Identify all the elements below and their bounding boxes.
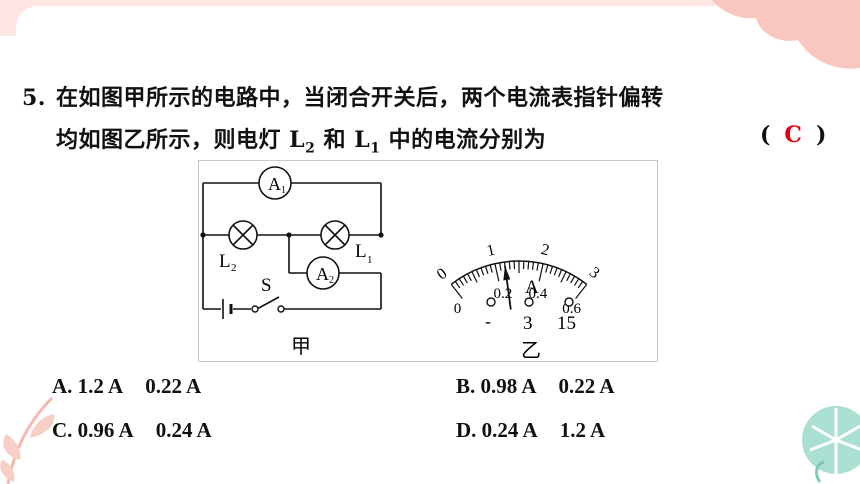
meter-tick	[484, 266, 489, 275]
meter-tick	[450, 283, 463, 299]
meter-outer-label: 1	[485, 242, 497, 260]
ammeter-a2-sub: 2	[329, 275, 334, 286]
lamp-l2-cross	[232, 224, 254, 246]
meter-unit-label: A	[525, 277, 539, 298]
subscript-2: 2	[305, 140, 316, 157]
terminal-3a	[524, 297, 534, 307]
meter-tick	[560, 271, 567, 283]
switch-contact-left	[251, 305, 259, 313]
meter-tick	[545, 264, 549, 273]
paren-open: (	[760, 122, 771, 148]
meter-tick	[536, 262, 539, 271]
option-d-value2: 1.2 A	[559, 418, 606, 442]
ammeter-a1-sub: 1	[281, 185, 286, 196]
meter-tick	[570, 275, 576, 284]
option-c-value1: 0.96 A	[77, 418, 134, 442]
meter-tick	[499, 262, 502, 271]
meter-tick	[508, 261, 511, 270]
option-a-value1: 1.2 A	[77, 374, 124, 398]
meter-inner-label: 0	[454, 301, 462, 317]
terminal-label-3: 3	[523, 313, 533, 334]
question-text-2c: 中的电流分别为	[380, 127, 547, 153]
question-line-1: 5. 在如图甲所示的电路中，当闭合开关后，两个电流表指针偏转	[22, 80, 664, 112]
answer-letter: C	[784, 122, 802, 148]
meter-needle-tip	[503, 265, 511, 281]
ammeter-a1-icon	[258, 166, 292, 200]
switch-contact-right	[277, 305, 285, 313]
ammeter-a2-label: A	[316, 264, 329, 284]
question-text-2a: 均如图乙所示，则电灯 L	[56, 127, 306, 153]
switch-label: S	[261, 275, 272, 296]
meter-tick	[557, 269, 563, 278]
terminal-label-negative: -	[485, 311, 491, 331]
leaf-right-decor	[802, 406, 860, 483]
meter-tick	[577, 281, 584, 289]
meter-inner-label: 0.4	[529, 286, 548, 302]
ammeter-a2-icon	[306, 256, 340, 290]
meter-tick	[527, 261, 530, 270]
leaf-left-decor	[0, 396, 55, 484]
junction-dot-right	[378, 232, 384, 238]
terminal-15a	[564, 297, 574, 307]
question-line-2: 均如图乙所示，则电灯 L2 和 L1 中的电流分别为	[56, 122, 546, 156]
corner-cloud-decor	[690, 0, 860, 69]
option-b-value1: 0.98 A	[480, 374, 537, 398]
lamp-l1-sub: 1	[367, 254, 373, 266]
ammeter-a1-label: A	[268, 174, 281, 194]
junction-dot-left	[200, 232, 206, 238]
meter-tick	[553, 267, 558, 276]
junction-dot-middle	[286, 232, 292, 238]
meter-outer-label: 3	[586, 264, 603, 282]
option-a-label: A.	[52, 374, 73, 398]
option-c[interactable]: C. 0.96 A 0.24 A	[52, 418, 212, 443]
option-b-label: B.	[456, 374, 476, 398]
paren-close: )	[815, 122, 827, 148]
lamp-l1-label: L	[355, 241, 367, 262]
option-a[interactable]: A. 1.2 A 0.22 A	[52, 374, 201, 399]
option-d-label: D.	[456, 418, 477, 442]
question-number: 5.	[22, 85, 46, 111]
option-a-value2: 0.22 A	[145, 374, 202, 398]
option-b-value2: 0.22 A	[558, 374, 615, 398]
meter-tick	[454, 281, 461, 289]
meter-tick	[575, 283, 588, 299]
meter-tick	[467, 273, 472, 282]
caption-yi: 乙	[521, 340, 541, 361]
option-d-value1: 0.24 A	[481, 418, 538, 442]
option-c-label: C.	[52, 418, 73, 442]
meter-tick	[549, 266, 554, 275]
meter-tick	[471, 271, 478, 283]
answer-blank: ( C)	[760, 122, 826, 148]
top-white-panel	[16, 6, 844, 66]
meter-tick	[573, 278, 580, 286]
option-c-value2: 0.24 A	[155, 418, 212, 442]
meter-tick	[458, 278, 465, 286]
terminal-label-15: 15	[557, 313, 576, 334]
meter-tick	[566, 273, 571, 282]
meter-outer-label: 2	[539, 241, 551, 259]
question-text-2b: 和 L	[315, 127, 371, 153]
meter-tick	[531, 261, 535, 270]
meter-tick	[480, 267, 485, 276]
option-d[interactable]: D. 0.24 A 1.2 A	[456, 418, 605, 443]
subscript-1: 1	[370, 140, 381, 157]
question-text-1: 在如图甲所示的电路中，当闭合开关后，两个电流表指针偏转	[56, 85, 664, 111]
lamp-l2-label: L	[219, 251, 231, 272]
circuit-diagram-jia	[202, 182, 382, 310]
option-b[interactable]: B. 0.98 A 0.22 A	[456, 374, 615, 399]
terminal-negative	[486, 297, 496, 307]
lamp-l1-cross	[324, 224, 346, 246]
lamp-l2-sub: 2	[231, 262, 237, 274]
caption-jia: 甲	[291, 336, 311, 358]
meter-tick	[462, 275, 468, 284]
meter-tick	[475, 269, 481, 278]
meter-tick	[494, 263, 500, 282]
meter-tick	[538, 263, 544, 282]
meter-outer-label: 0	[434, 265, 451, 283]
meter-tick	[489, 264, 493, 273]
